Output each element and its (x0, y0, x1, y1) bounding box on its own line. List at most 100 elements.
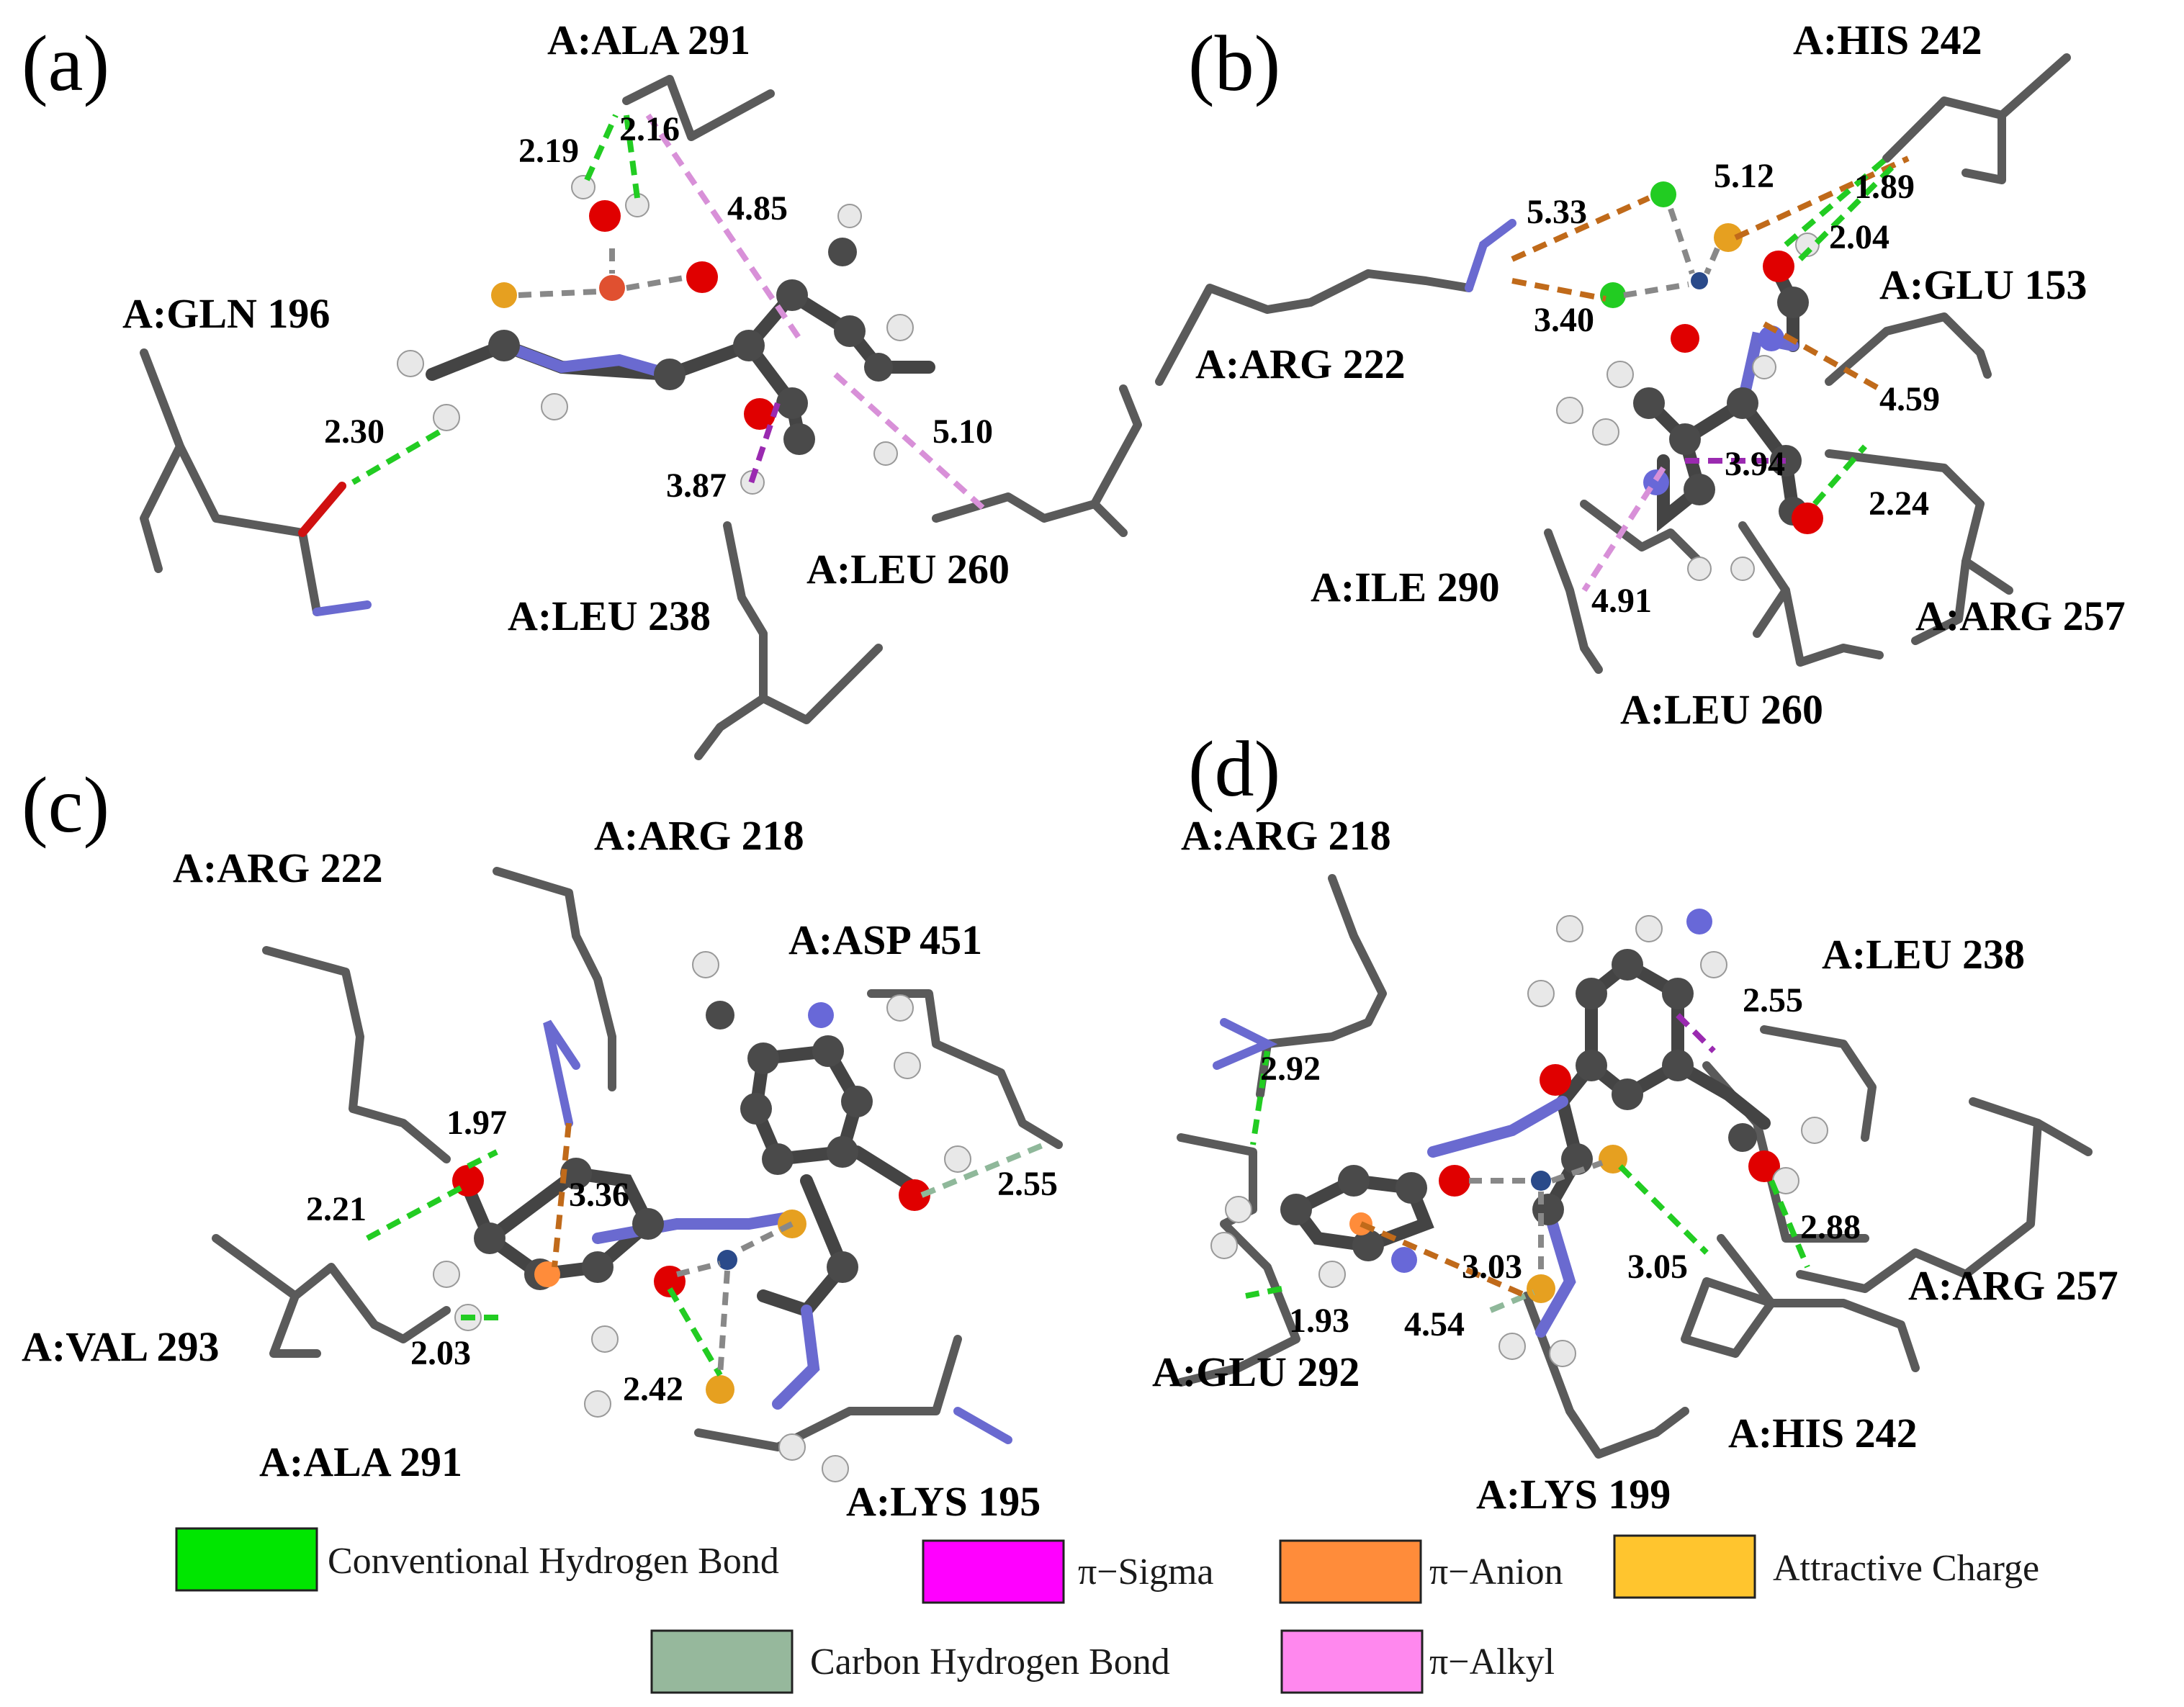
res-a-leu238: A:LEU 238 (508, 593, 711, 639)
hbond-d-2.88 (1769, 1179, 1810, 1269)
res-c-asp451: A:ASP 451 (788, 916, 982, 963)
dist-c-2: 3.36 (569, 1176, 629, 1214)
dist-b-1: 5.12 (1714, 157, 1774, 195)
dist-b-7: 3.94 (1725, 445, 1785, 483)
dist-d-4: 3.03 (1462, 1248, 1522, 1286)
pianion-b-5.33 (1511, 195, 1650, 262)
arg218-c-sticks (493, 867, 616, 1091)
arg257-d-branch (2034, 1119, 2093, 1156)
ligand-b-atoms (1556, 181, 1823, 581)
ligand-d-arm (1671, 1059, 1771, 1130)
arg222-guanidine (1465, 219, 1516, 292)
leu260-sticks (932, 384, 1142, 523)
ligand-d-atoms (1210, 909, 1828, 1367)
metal-b-3 (1704, 247, 1720, 275)
ligand-a-atoms (397, 175, 914, 495)
asp451-sticks (867, 989, 1063, 1149)
pianion-d-4.54 (1360, 1221, 1528, 1299)
res-a-gln196: A:GLN 196 (122, 290, 330, 337)
gln196-branch (140, 442, 184, 573)
panel-d-label: (d) (1188, 725, 1280, 813)
res-b-glu153: A:GLU 153 (1879, 261, 2087, 308)
val293-sticks (212, 1234, 451, 1343)
res-c-val293: A:VAL 293 (22, 1323, 219, 1370)
res-a-ala291: A:ALA 291 (547, 17, 750, 63)
hbond-d-2.92 (1250, 1050, 1270, 1145)
panel-a-label: (a) (22, 19, 109, 107)
hbond-b-2.24 (1812, 444, 1868, 506)
hbond-d-3.05 (1618, 1164, 1709, 1255)
hbond-c-2.21 (366, 1185, 462, 1241)
res-c-arg218: A:ARG 218 (594, 812, 804, 859)
res-b-his242: A:HIS 242 (1793, 17, 1982, 63)
arg222-c-sticks (262, 946, 451, 1163)
metal-a-3 (626, 274, 688, 291)
legend-label-attractive-charge: Attractive Charge (1773, 1548, 2039, 1589)
dist-c-6: 2.42 (623, 1370, 683, 1408)
legend-label-pi-anion: π−Anion (1429, 1551, 1563, 1593)
legend-swatch-pi-anion (1279, 1539, 1422, 1604)
ligand-c-atoms (433, 951, 971, 1482)
dist-c-5: 2.03 (410, 1334, 471, 1372)
res-b-ile290: A:ILE 290 (1311, 564, 1500, 611)
legend-label-conventional-hydrogen-bond: Conventional Hydrogen Bond (328, 1541, 779, 1582)
ligand-a-azine (498, 340, 675, 380)
ligand-d-azine (1427, 1096, 1568, 1158)
panel-c-label: (c) (22, 761, 109, 849)
dist-c-3: 2.55 (997, 1165, 1058, 1203)
res-d-glu292: A:GLU 292 (1152, 1348, 1360, 1395)
ligand-d-chain (1542, 1059, 1598, 1216)
dist-d-1: 2.55 (1743, 981, 1803, 1019)
legend-swatch-pi-alkyl (1280, 1629, 1424, 1694)
his242-d-ring (1681, 1234, 1776, 1358)
arg257-d-sticks (1796, 1097, 2042, 1293)
arg222-sticks (1155, 269, 1473, 386)
res-c-ala291: A:ALA 291 (259, 1438, 462, 1485)
res-d-arg257: A:ARG 257 (1908, 1262, 2118, 1309)
arg257-branch (1911, 557, 1970, 645)
res-d-leu238: A:LEU 238 (1822, 931, 2025, 978)
dist-a-2: 2.16 (619, 110, 680, 148)
res-b-arg257: A:ARG 257 (1915, 593, 2126, 639)
dist-b-9: 4.91 (1591, 582, 1652, 620)
chbond-d-3.03 (1489, 1289, 1535, 1313)
metal-c-2 (676, 1261, 721, 1277)
dist-d-7: 4.54 (1404, 1305, 1465, 1343)
legend: Conventional Hydrogen Bond π−Sigma π−Ani… (175, 1527, 2039, 1694)
hbond-c-1.97 (467, 1149, 498, 1169)
dist-b-3: 5.33 (1527, 193, 1587, 231)
hbond-a-2.30 (351, 429, 441, 485)
pianion-c-3.36 (552, 1122, 572, 1268)
legend-label-carbon-hydrogen-bond: Carbon Hydrogen Bond (810, 1641, 1170, 1683)
metal-d-2 (1550, 1160, 1604, 1184)
metal-c-1 (733, 1221, 794, 1256)
hbond-d-1.93 (1245, 1286, 1282, 1299)
ile290-sticks (1580, 500, 1704, 566)
glu153-sticks (1825, 312, 1992, 386)
arg218-d-guanidine (1213, 1018, 1278, 1070)
dist-a-5: 3.87 (666, 467, 727, 505)
his242-sticks (1882, 53, 2071, 163)
legend-label-pi-alkyl: π−Alkyl (1429, 1641, 1555, 1683)
dist-b-8: 2.24 (1869, 485, 1929, 523)
lys199-sticks (1522, 1292, 1689, 1459)
lys195-nitrogen (953, 1407, 1012, 1444)
metal-b-2 (1623, 282, 1689, 298)
ligand-c-azine2 (772, 1305, 820, 1410)
leu260-branch (1090, 500, 1128, 537)
glu292-sticks (1177, 1133, 1300, 1387)
dist-a-1: 2.19 (518, 132, 579, 170)
dist-d-3: 2.88 (1800, 1208, 1861, 1246)
hbond-c-2.42 (667, 1287, 723, 1377)
res-b-leu260: A:LEU 260 (1620, 686, 1823, 733)
dist-a-6: 5.10 (933, 413, 993, 451)
panel-b-label: (b) (1188, 19, 1280, 107)
gln196-nitrogen (313, 600, 372, 616)
res-d-lys199: A:LYS 199 (1476, 1471, 1671, 1518)
lys195-sticks (694, 1335, 962, 1451)
arg218-c-guanidine (543, 1019, 580, 1127)
metal-b-1 (1668, 207, 1695, 275)
res-c-lys195: A:LYS 195 (846, 1478, 1041, 1525)
pisigma-a-3.87 (746, 402, 781, 491)
